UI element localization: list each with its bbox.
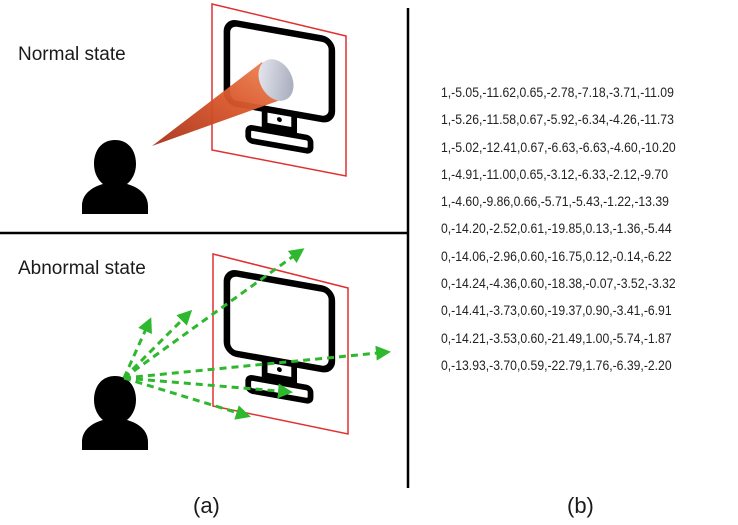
data-row: 1,-5.05,-11.62,0.65,-2.78,-7.18,-3.71,-1…	[441, 85, 674, 101]
data-row: 1,-5.02,-12.41,0.67,-6.63,-6.63,-4.60,-1…	[441, 139, 676, 156]
gaze-cone-icon	[152, 62, 286, 146]
person-silhouette-icon	[82, 376, 148, 450]
normal-state-label: Normal state	[18, 44, 126, 65]
feature-data-list: 1,-5.05,-11.62,0.65,-2.78,-7.18,-3.71,-1…	[441, 80, 714, 380]
data-row: 1,-4.60,-9.86,0.66,-5.71,-5.43,-1.22,-13…	[441, 194, 669, 211]
panel-b-caption: (b)	[567, 493, 594, 518]
data-row: 0,-14.06,-2.96,0.60,-16.75,0.12,-0.14,-6…	[441, 248, 672, 265]
data-row: 0,-14.41,-3.73,0.60,-19.37,0.90,-3.41,-6…	[441, 303, 672, 320]
abnormal-state-label: Abnormal state	[18, 258, 146, 279]
data-row: 0,-13.93,-3.70,0.59,-22.79,1.76,-6.39,-2…	[441, 357, 672, 374]
screen-plane-abnormal	[212, 253, 349, 435]
data-row: 1,-4.91,-11.00,0.65,-3.12,-6.33,-2.12,-9…	[441, 166, 669, 183]
gaze-arrow-icon	[122, 248, 391, 420]
data-row: 0,-14.21,-3.53,0.60,-21.49,1.00,-5.74,-1…	[441, 330, 672, 347]
data-row: 1,-5.26,-11.58,0.67,-5.92,-6.34,-4.26,-1…	[441, 112, 674, 129]
data-row: 0,-14.24,-4.36,0.60,-18.38,-0.07,-3.52,-…	[441, 276, 676, 293]
data-row: 0,-14.20,-2.52,0.61,-19.85,0.13,-1.36,-5…	[441, 221, 672, 238]
person-silhouette-icon	[82, 140, 148, 214]
panel-a-caption: (a)	[193, 493, 220, 518]
gaze-cone-end	[258, 59, 294, 101]
